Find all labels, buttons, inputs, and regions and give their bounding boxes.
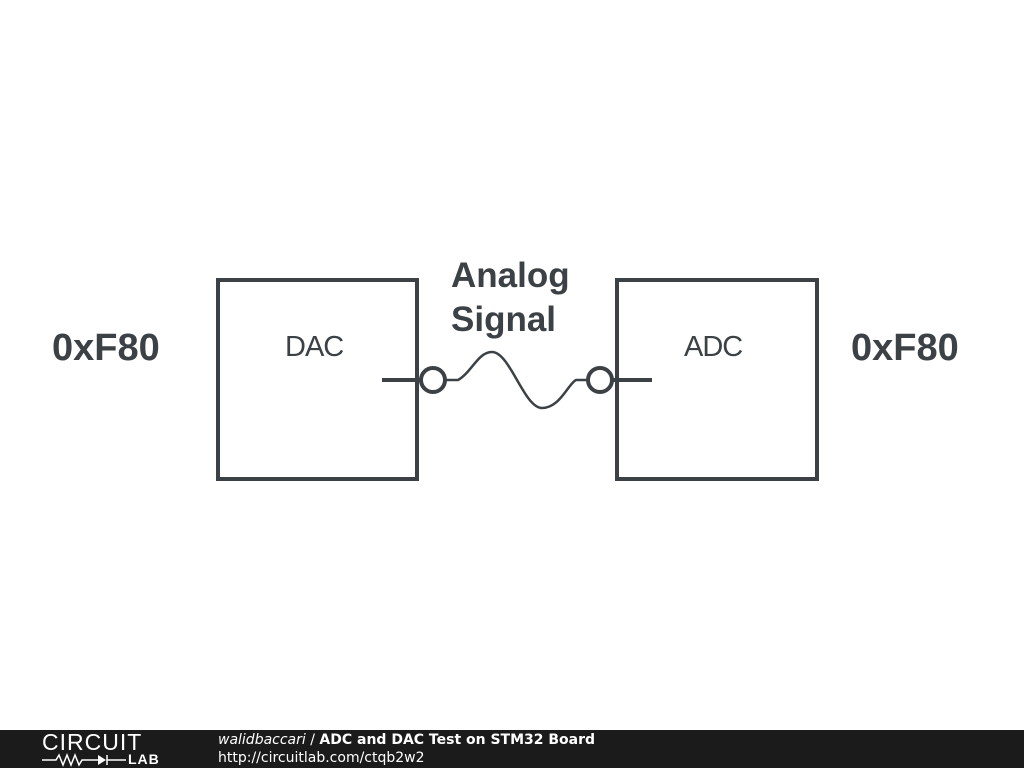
footer-bar: CIRCUIT LAB walidbaccari / ADC and DAC T…: [0, 730, 1024, 768]
schematic-drawing: 0xF80 DAC Analog Signal ADC 0xF80: [52, 256, 959, 481]
circuit-url-link[interactable]: http://circuitlab.com/ctqb2w2: [218, 750, 425, 766]
resistor-diode-icon: [42, 753, 126, 767]
logo-word-circuit: CIRCUIT: [42, 729, 143, 755]
circuitlab-logo[interactable]: CIRCUIT LAB: [42, 731, 178, 768]
signal-label-line1: Analog: [451, 256, 570, 295]
signal-label-line2: Signal: [451, 300, 556, 339]
footer-caption: walidbaccari / ADC and DAC Test on STM32…: [218, 731, 595, 767]
dac-output-port: [419, 366, 447, 394]
dac-input-value: 0xF80: [52, 327, 160, 369]
adc-block: [615, 278, 819, 481]
dac-label: DAC: [285, 331, 343, 363]
adc-label: ADC: [684, 331, 742, 363]
adc-input-port: [586, 366, 614, 394]
title-separator: /: [305, 732, 320, 748]
logo-word-lab: LAB: [128, 751, 160, 767]
analog-signal-wave: [446, 350, 588, 410]
circuit-title: ADC and DAC Test on STM32 Board: [319, 732, 596, 748]
adc-output-value: 0xF80: [851, 327, 959, 369]
author-link[interactable]: walidbaccari: [218, 732, 306, 748]
